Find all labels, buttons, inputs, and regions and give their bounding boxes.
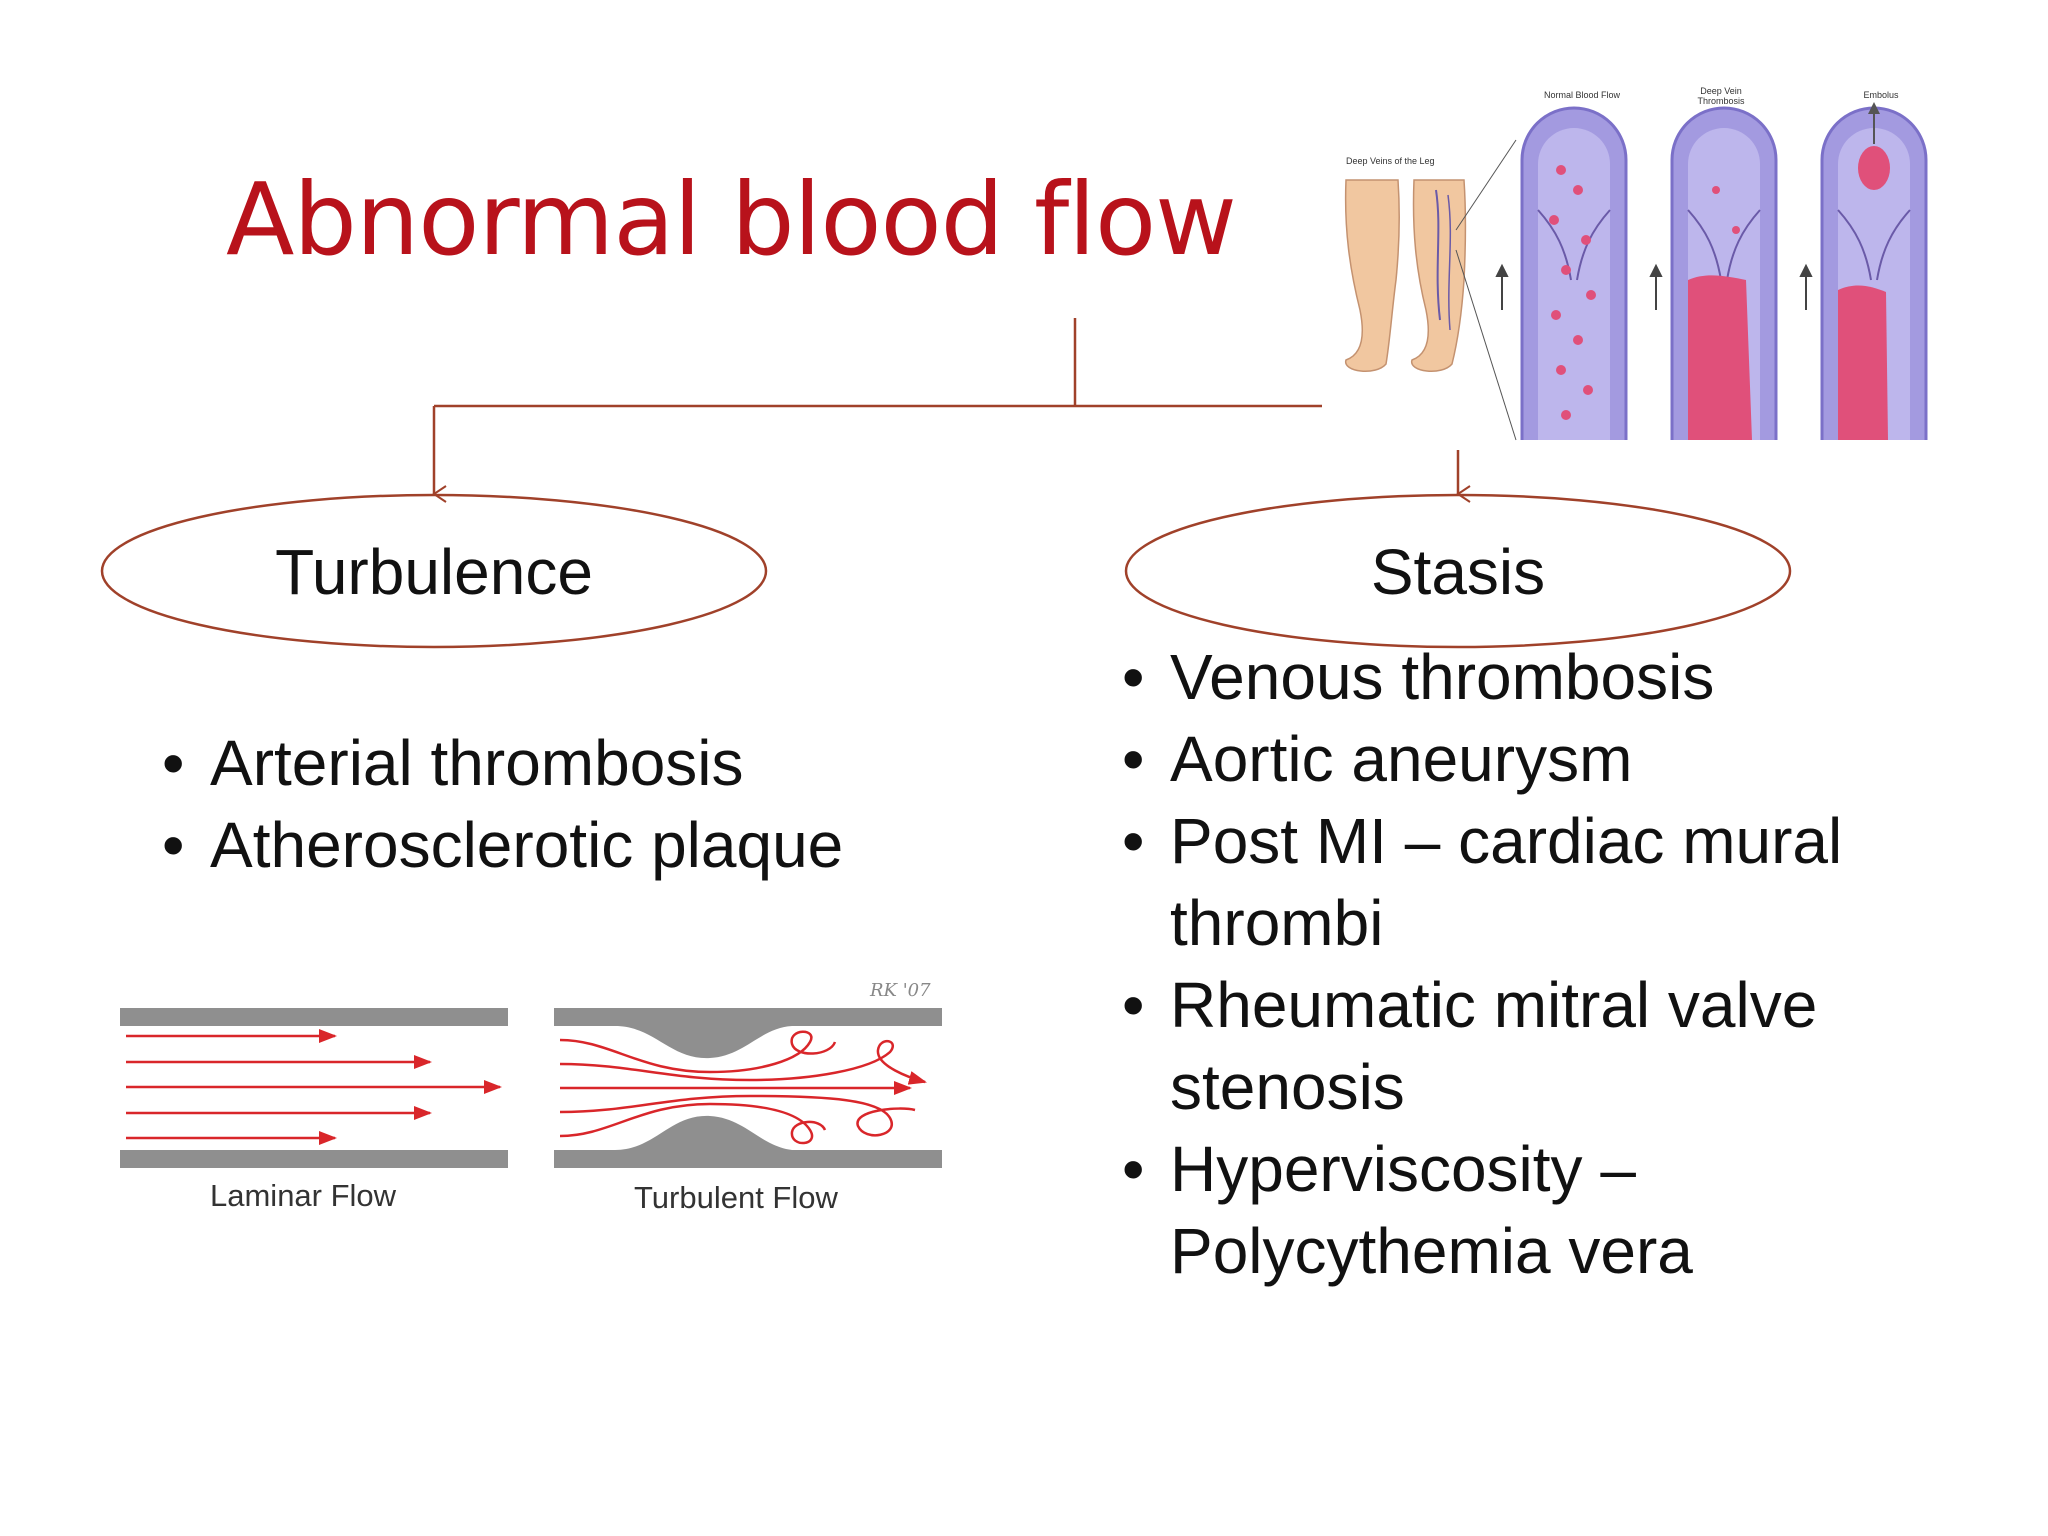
legs-image <box>1346 140 1516 440</box>
list-item: Atherosclerotic plaque <box>162 804 962 886</box>
list-item: Venous thrombosis <box>1122 636 1942 718</box>
list-item: Hyperviscosity – Polycythemia vera <box>1122 1128 1942 1292</box>
turbulent-flow-diagram <box>554 1008 942 1168</box>
turbulent-flow-caption: Turbulent Flow <box>634 1180 838 1216</box>
dvt-illustration <box>1316 80 1956 450</box>
list-item: Post MI – cardiac mural thrombi <box>1122 800 1942 964</box>
list-item: Arterial thrombosis <box>162 722 962 804</box>
dvt-leg-label: Deep Veins of the Leg <box>1346 156 1435 166</box>
stasis-label: Stasis <box>1258 540 1658 604</box>
list-item: Rheumatic mitral valve stenosis <box>1122 964 1942 1128</box>
vein-panel-dvt <box>1672 108 1776 440</box>
dvt-panel-label-normal: Normal Blood Flow <box>1530 90 1634 100</box>
list-item: Aortic aneurysm <box>1122 718 1942 800</box>
dvt-panel-label-embolus: Embolus <box>1856 90 1906 100</box>
turbulence-label: Turbulence <box>234 540 634 604</box>
dvt-panel-label-dvt: Deep Vein Thrombosis <box>1696 86 1746 106</box>
turbulence-list: Arterial thrombosis Atherosclerotic plaq… <box>162 722 962 886</box>
flow-illustration <box>110 980 960 1180</box>
laminar-flow-caption: Laminar Flow <box>210 1178 396 1214</box>
flow-signature: RK '07 <box>870 980 931 1001</box>
stasis-list: Venous thrombosis Aortic aneurysm Post M… <box>1122 636 1942 1292</box>
vein-panel-embolus <box>1822 102 1926 440</box>
vein-panel-normal <box>1522 108 1626 440</box>
laminar-flow-diagram <box>120 1008 508 1168</box>
